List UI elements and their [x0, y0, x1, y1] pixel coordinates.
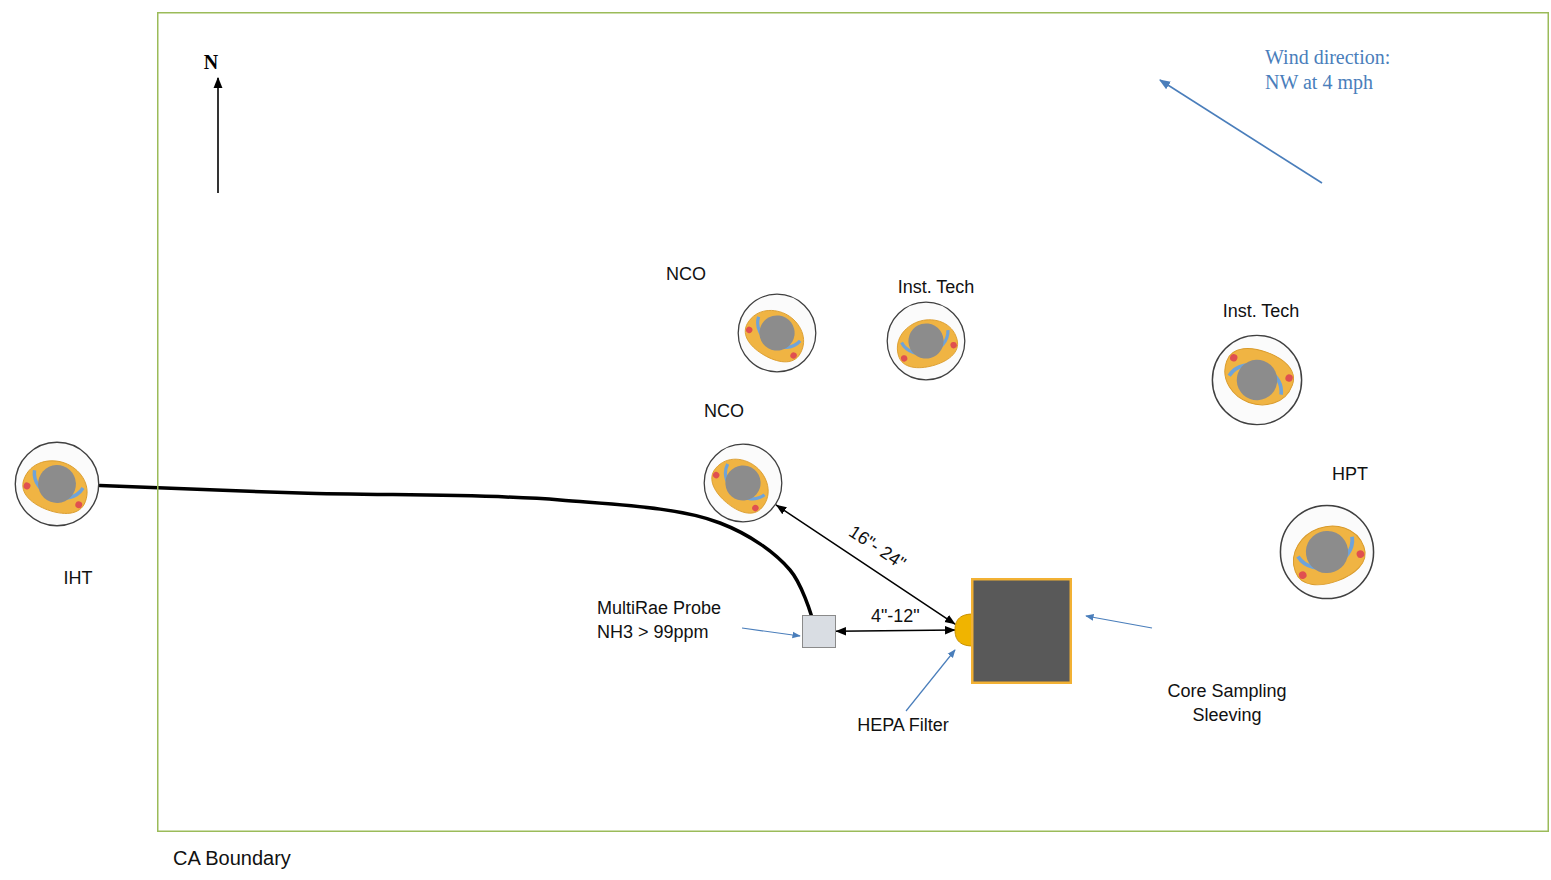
- person-mark: [900, 355, 908, 363]
- node-outline: [703, 443, 783, 523]
- person-shoulders: [1216, 340, 1300, 414]
- node-outline: [1211, 334, 1303, 426]
- person-mark: [1229, 353, 1238, 362]
- wind-note: Wind direction: NW at 4 mph: [1265, 45, 1415, 95]
- person-shoulders: [1284, 516, 1372, 593]
- worker-circle: HPT: [1279, 504, 1375, 600]
- person-head: [1231, 354, 1283, 406]
- person-head: [718, 458, 768, 508]
- person-shoulders: [891, 313, 962, 374]
- node-outline: [14, 441, 100, 527]
- person-icon: [1216, 340, 1300, 414]
- person-mark: [745, 326, 754, 335]
- circle-outline: [1212, 335, 1301, 424]
- node-label: MultiRae Probe NH3 > 99ppm: [597, 596, 737, 645]
- node-label: NCO: [666, 262, 706, 286]
- node-label: HPT: [1332, 462, 1368, 486]
- hose-line: [100, 486, 811, 615]
- node-outline: [886, 301, 966, 381]
- circle-outline: [1280, 505, 1373, 598]
- dimension-line: [836, 630, 955, 631]
- node-outline: [955, 614, 973, 646]
- dimension-label: 16"- 24": [843, 520, 911, 576]
- node-label: Inst. Tech: [1223, 299, 1300, 323]
- person-mark: [74, 500, 83, 509]
- person-icon: [1284, 516, 1372, 593]
- probe-box: MultiRae Probe NH3 > 99ppm: [802, 615, 836, 648]
- person-mark: [950, 341, 958, 349]
- person-shoulders: [703, 448, 779, 523]
- circle-outline: [887, 302, 965, 380]
- worker-circle: NCO: [737, 293, 817, 373]
- circle-outline: [738, 294, 816, 372]
- hepa-outline: [955, 614, 973, 646]
- person-head: [1300, 525, 1354, 579]
- person-mark: [1298, 570, 1308, 580]
- person-mark: [712, 471, 721, 480]
- core-outline: [972, 579, 1071, 683]
- node-outline: [157, 12, 1549, 832]
- hepa-filter: HEPA Filter: [955, 614, 973, 646]
- person-icon: [891, 313, 962, 374]
- worker-circle: IHT: [14, 441, 100, 527]
- node-outline: [737, 293, 817, 373]
- person-mark: [751, 504, 760, 513]
- person-head: [753, 309, 801, 357]
- boundary-outline: [158, 13, 1549, 832]
- dimension-label: 4"-12": [869, 606, 922, 628]
- node-label: Core Sampling Sleeving: [1152, 679, 1302, 728]
- node-label: Inst. Tech: [898, 275, 975, 299]
- worker-circle: NCO: [703, 443, 783, 523]
- node-outline: [802, 615, 836, 648]
- dimension-line: [776, 505, 955, 624]
- person-head: [33, 460, 82, 509]
- node-outline: [971, 578, 1072, 684]
- worker-circle: Inst. Tech: [886, 301, 966, 381]
- node-label: IHT: [64, 566, 93, 590]
- person-shoulders: [738, 300, 814, 371]
- person-mark: [23, 481, 32, 490]
- person-icon: [17, 452, 95, 521]
- person-shoulders: [17, 452, 95, 521]
- core-box: Core Sampling Sleeving: [971, 578, 1072, 684]
- node-label: HEPA Filter: [857, 713, 949, 737]
- worker-circle: Inst. Tech: [1211, 334, 1303, 426]
- person-mark: [1356, 549, 1366, 559]
- node-outline: [1279, 504, 1375, 600]
- circle-outline: [15, 442, 98, 525]
- wind-arrow: [1160, 80, 1322, 183]
- boundary-region: CA BoundaryNCOInst. TechInst. TechNCOHPT…: [157, 12, 1549, 832]
- node-label: NCO: [704, 399, 744, 423]
- leader-line: [742, 628, 800, 636]
- leader-line: [906, 650, 955, 711]
- leader-line: [1086, 616, 1152, 628]
- person-icon: [703, 448, 779, 523]
- person-head: [904, 319, 947, 362]
- person-mark: [1284, 373, 1293, 382]
- north-arrow: [217, 78, 219, 193]
- node-label: CA Boundary: [173, 845, 291, 872]
- person-icon: [738, 300, 814, 371]
- circle-outline: [704, 444, 782, 522]
- person-mark: [789, 351, 798, 360]
- probe-outline: [803, 616, 836, 648]
- north-label: N: [204, 50, 218, 75]
